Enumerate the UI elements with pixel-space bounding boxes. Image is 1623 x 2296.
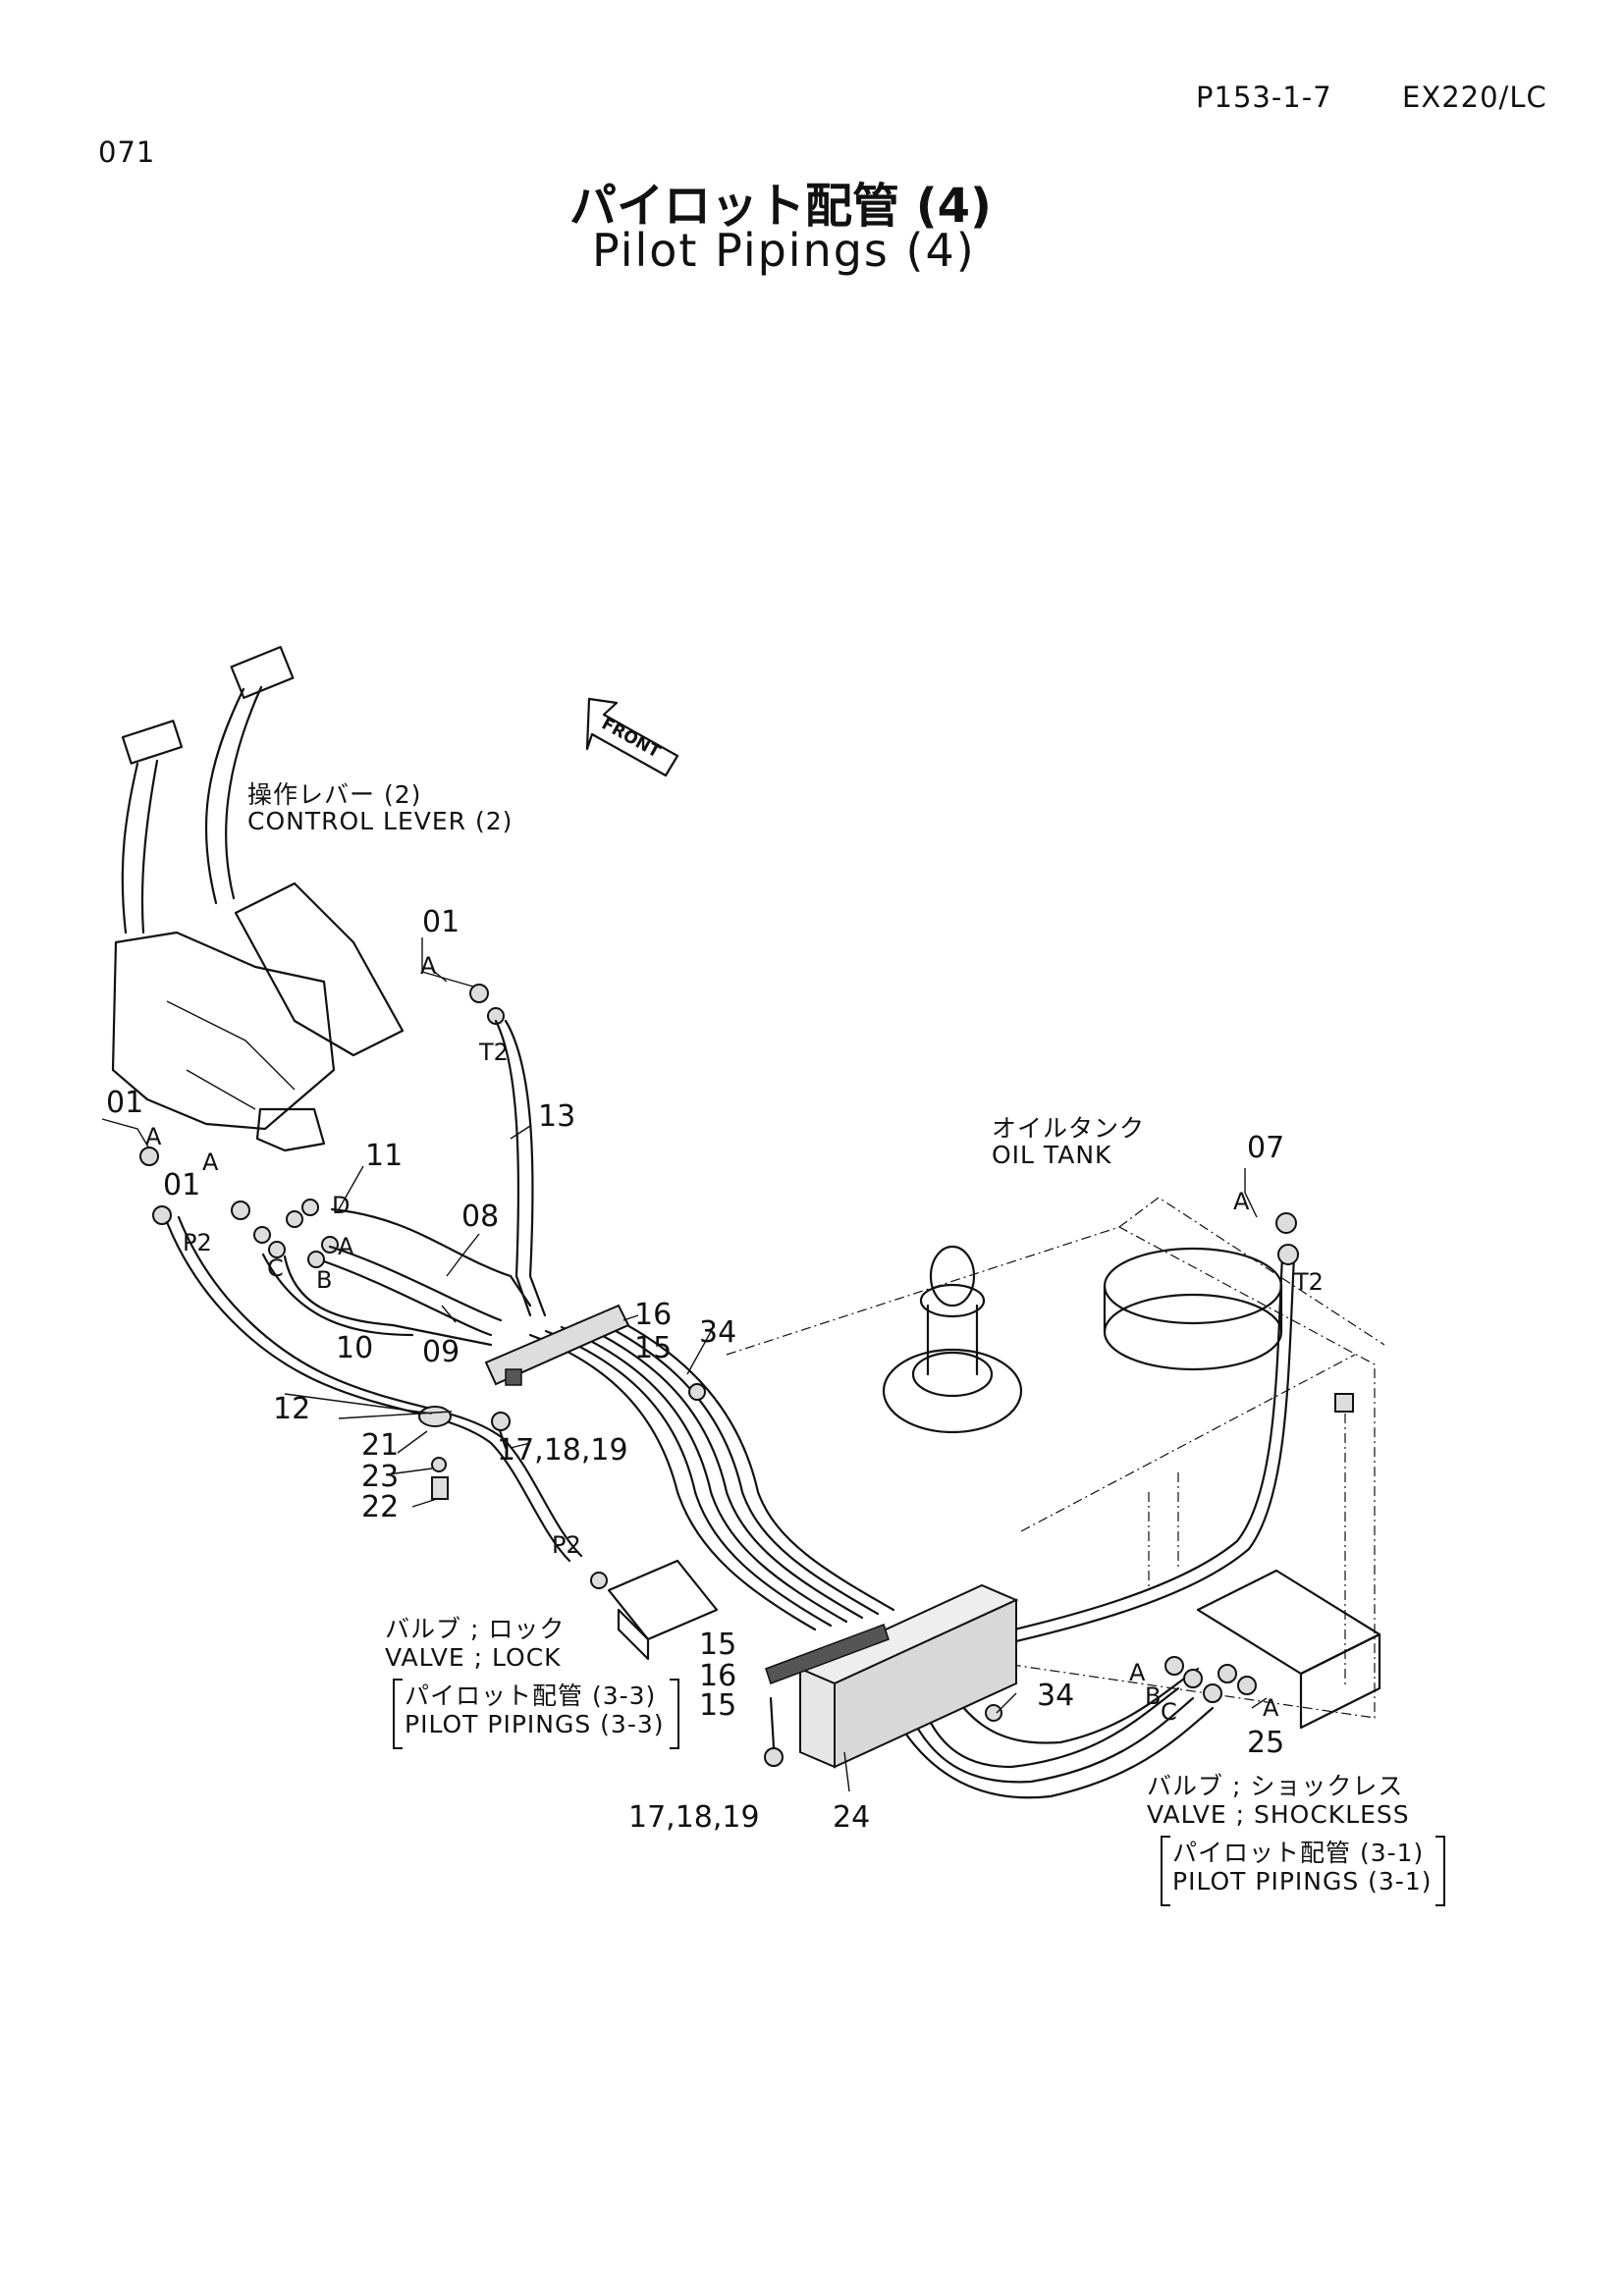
rubber-block-24 — [764, 1583, 1019, 1769]
callout-15-lower-b: 15 — [699, 1688, 737, 1723]
control-lever-label-jp: 操作レバー (2) — [247, 780, 422, 809]
control-lever-assembly — [111, 646, 405, 1152]
callout-08: 08 — [461, 1200, 500, 1234]
ref-31-label-en: PILOT PIPINGS (3-1) — [1172, 1867, 1433, 1896]
callout-22: 22 — [361, 1490, 400, 1524]
lever-fittings — [139, 984, 505, 1268]
valve-shockless — [1164, 1569, 1381, 1730]
port-b: B — [316, 1266, 333, 1294]
callout-01-top: 01 — [422, 905, 460, 939]
callout-34-lower: 34 — [1037, 1679, 1075, 1713]
callout-13: 13 — [538, 1099, 576, 1134]
callout-34-upper: 34 — [699, 1315, 737, 1350]
valve-shockless-label-en: VALVE ; SHOCKLESS — [1147, 1800, 1410, 1829]
callout-01-left: 01 — [106, 1086, 144, 1120]
port-p2-valve: P2 — [552, 1531, 581, 1559]
port-a-left: A — [145, 1123, 162, 1150]
port-t2-tank: T2 — [1294, 1268, 1324, 1296]
ref-33-label-jp: パイロット配管 (3-3) — [405, 1682, 657, 1710]
callout-16-upper: 16 — [634, 1298, 673, 1332]
callout-25: 25 — [1247, 1726, 1285, 1760]
callout-24: 24 — [833, 1800, 871, 1835]
port-a-mid: A — [202, 1148, 219, 1176]
ref-33-bracket-right — [670, 1679, 679, 1749]
valve-lock — [590, 1559, 719, 1661]
page-code: P153-1-7 — [1196, 80, 1332, 114]
pilot-hoses — [165, 1019, 1296, 1799]
tank-fittings — [688, 1212, 1299, 1722]
upper-clamp — [484, 1304, 630, 1450]
callout-12: 12 — [273, 1392, 311, 1426]
clamp-21 — [418, 1406, 452, 1500]
port-d: D — [332, 1192, 351, 1219]
callout-15-lower-a: 15 — [699, 1628, 737, 1662]
callout-23: 23 — [361, 1460, 400, 1494]
callout-01-mid: 01 — [163, 1168, 201, 1202]
ref-31-label-jp: パイロット配管 (3-1) — [1172, 1839, 1425, 1867]
callout-21: 21 — [361, 1428, 400, 1463]
title-english: Pilot Pipings (4) — [592, 224, 976, 277]
callout-10: 10 — [336, 1331, 374, 1365]
port-c: C — [267, 1255, 284, 1282]
sheet-number: 071 — [98, 135, 156, 169]
leader-lines — [101, 937, 1268, 1792]
callout-09: 09 — [422, 1335, 460, 1369]
callout-11: 11 — [365, 1139, 404, 1173]
port-a-block: A — [1129, 1659, 1146, 1686]
valve-shockless-label-jp: バルブ ; ショックレス — [1147, 1772, 1404, 1800]
model-label: EX220/LC — [1402, 80, 1547, 114]
oil-tank — [726, 1197, 1385, 1719]
ref-33-bracket-left — [393, 1679, 403, 1749]
title-japanese: パイロット配管 (4) — [569, 179, 992, 234]
ref-33-label-en: PILOT PIPINGS (3-3) — [405, 1710, 665, 1738]
port-a-right: A — [338, 1233, 354, 1260]
port-a-tank: A — [1233, 1188, 1250, 1215]
port-c-block: C — [1161, 1698, 1177, 1726]
ref-31-bracket-left — [1161, 1836, 1170, 1906]
ref-31-bracket-right — [1435, 1836, 1445, 1906]
front-arrow-icon — [585, 697, 679, 777]
callout-17-18-19-upper: 17,18,19 — [497, 1433, 628, 1468]
port-a-top: A — [420, 952, 437, 980]
port-p2-left: P2 — [183, 1229, 212, 1256]
port-b-block: B — [1145, 1682, 1162, 1710]
valve-lock-label-en: VALVE ; LOCK — [385, 1643, 562, 1672]
callout-07: 07 — [1247, 1131, 1285, 1165]
port-a-block-2: A — [1263, 1694, 1279, 1722]
port-t2-top: T2 — [479, 1039, 509, 1066]
callout-16-lower: 16 — [699, 1659, 737, 1693]
callout-15-upper: 15 — [634, 1331, 673, 1365]
valve-lock-label-jp: バルブ ; ロック — [385, 1615, 566, 1643]
oil-tank-label-jp: オイルタンク — [992, 1114, 1146, 1143]
oil-tank-label-en: OIL TANK — [992, 1141, 1112, 1169]
callout-17-18-19-lower: 17,18,19 — [628, 1800, 760, 1835]
control-lever-label-en: CONTROL LEVER (2) — [247, 807, 514, 835]
